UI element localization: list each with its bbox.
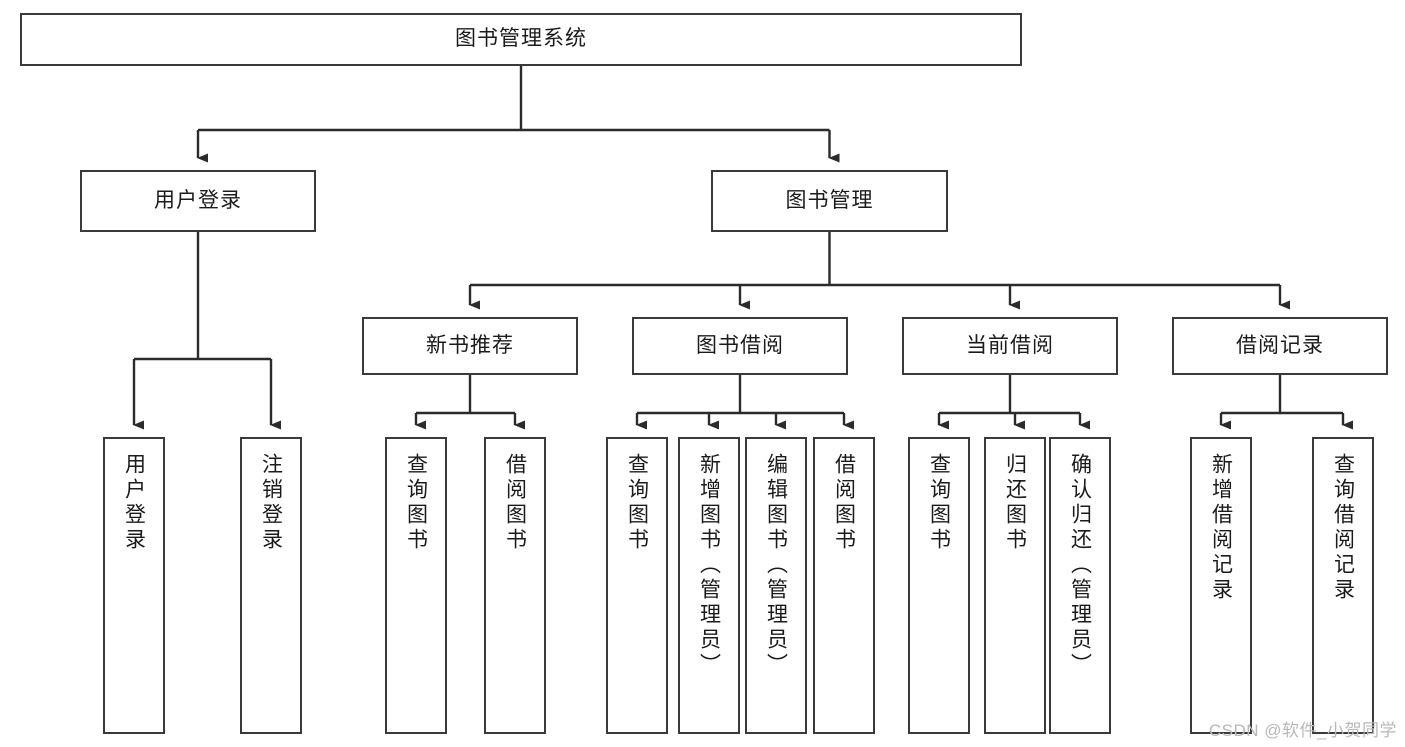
leaf-node-leaf-confirm-return[interactable]: 确认归还（管理员） <box>1049 437 1111 734</box>
leaf-node-leaf-logout[interactable]: 注销登录 <box>240 437 302 734</box>
leaf-node-leaf-user-login[interactable]: 用户登录 <box>103 437 165 734</box>
edge-bus-current-borrow <box>939 375 1080 415</box>
node-label: 借阅图书 <box>503 453 527 553</box>
level2-node-current-borrow[interactable]: 当前借阅 <box>902 317 1118 375</box>
node-label: 新增借阅记录 <box>1209 453 1233 603</box>
edge-bus-user-login <box>134 232 271 361</box>
node-label: 借阅记录 <box>1236 333 1324 357</box>
node-label: 当前借阅 <box>966 333 1054 357</box>
node-label: 查询图书 <box>625 453 649 553</box>
edge-bus-book-management <box>470 232 1280 287</box>
root-node-root[interactable]: 图书管理系统 <box>20 13 1022 66</box>
node-label: 图书管理 <box>785 188 874 212</box>
leaf-node-leaf-return-book[interactable]: 归还图书 <box>984 437 1046 734</box>
node-label: 借阅图书 <box>832 453 856 553</box>
level1-node-book-management[interactable]: 图书管理 <box>711 170 948 232</box>
csdn-watermark: CSDN @软件_小贺同学 <box>1208 721 1397 740</box>
level2-node-borrow-record[interactable]: 借阅记录 <box>1172 317 1388 375</box>
leaf-node-leaf-borrow-book-1[interactable]: 借阅图书 <box>484 437 546 734</box>
leaf-node-leaf-query-book-1[interactable]: 查询图书 <box>385 437 447 734</box>
node-label: 编辑图书（管理员） <box>764 453 788 678</box>
node-label: 用户登录 <box>154 188 242 212</box>
node-label: 确认归还（管理员） <box>1068 453 1092 678</box>
node-label: 新增图书（管理员） <box>697 453 721 678</box>
level2-node-new-book-recommend[interactable]: 新书推荐 <box>362 317 578 375</box>
edge-bus-root <box>198 66 830 132</box>
level1-node-user-login[interactable]: 用户登录 <box>80 170 316 232</box>
edge-bus-new-book-recommend <box>416 375 515 415</box>
node-label: 用户登录 <box>122 453 146 553</box>
node-label: 查询借阅记录 <box>1331 453 1355 603</box>
leaf-node-leaf-query-book-2[interactable]: 查询图书 <box>606 437 668 734</box>
leaf-node-leaf-query-book-3[interactable]: 查询图书 <box>908 437 970 734</box>
node-label: 注销登录 <box>259 453 283 553</box>
node-label: 图书借阅 <box>696 333 784 357</box>
node-label: 查询图书 <box>927 453 951 553</box>
leaf-node-leaf-edit-book-admin[interactable]: 编辑图书（管理员） <box>745 437 807 734</box>
leaf-node-leaf-query-record[interactable]: 查询借阅记录 <box>1312 437 1374 734</box>
edge-bus-borrow-record <box>1221 375 1343 415</box>
node-label: 图书管理系统 <box>455 27 587 51</box>
level2-node-book-borrow[interactable]: 图书借阅 <box>632 317 848 375</box>
node-label: 新书推荐 <box>426 333 514 357</box>
edge-bus-book-borrow <box>637 375 844 415</box>
leaf-node-leaf-add-book-admin[interactable]: 新增图书（管理员） <box>678 437 740 734</box>
leaf-node-leaf-add-record[interactable]: 新增借阅记录 <box>1190 437 1252 734</box>
node-label: 查询图书 <box>404 453 428 553</box>
node-label: 归还图书 <box>1003 453 1027 553</box>
leaf-node-leaf-borrow-book-2[interactable]: 借阅图书 <box>813 437 875 734</box>
